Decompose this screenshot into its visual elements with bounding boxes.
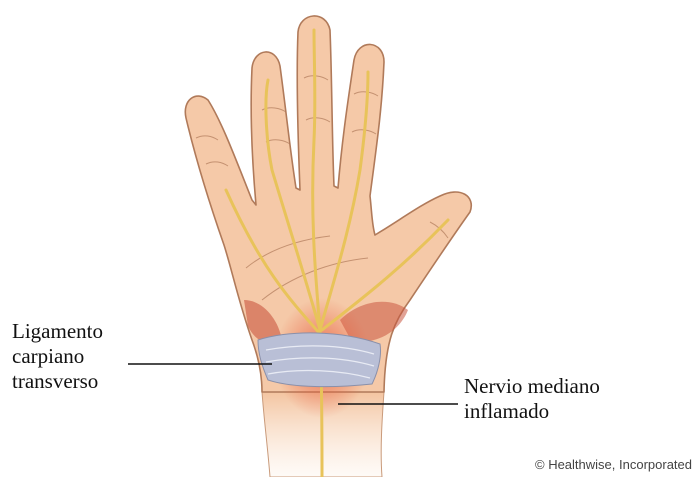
ligament-label-line-3: transverso xyxy=(12,369,103,394)
nerve-label-line-2: inflamado xyxy=(464,399,600,424)
ligament-label: Ligamento carpiano transverso xyxy=(12,319,103,394)
ligament-label-line-1: Ligamento xyxy=(12,319,103,344)
nerve-label-line-1: Nervio mediano xyxy=(464,374,600,399)
nerve-label: Nervio mediano inflamado xyxy=(464,374,600,424)
copyright-credit: © Healthwise, Incorporated xyxy=(535,457,692,472)
ligament-label-line-2: carpiano xyxy=(12,344,103,369)
